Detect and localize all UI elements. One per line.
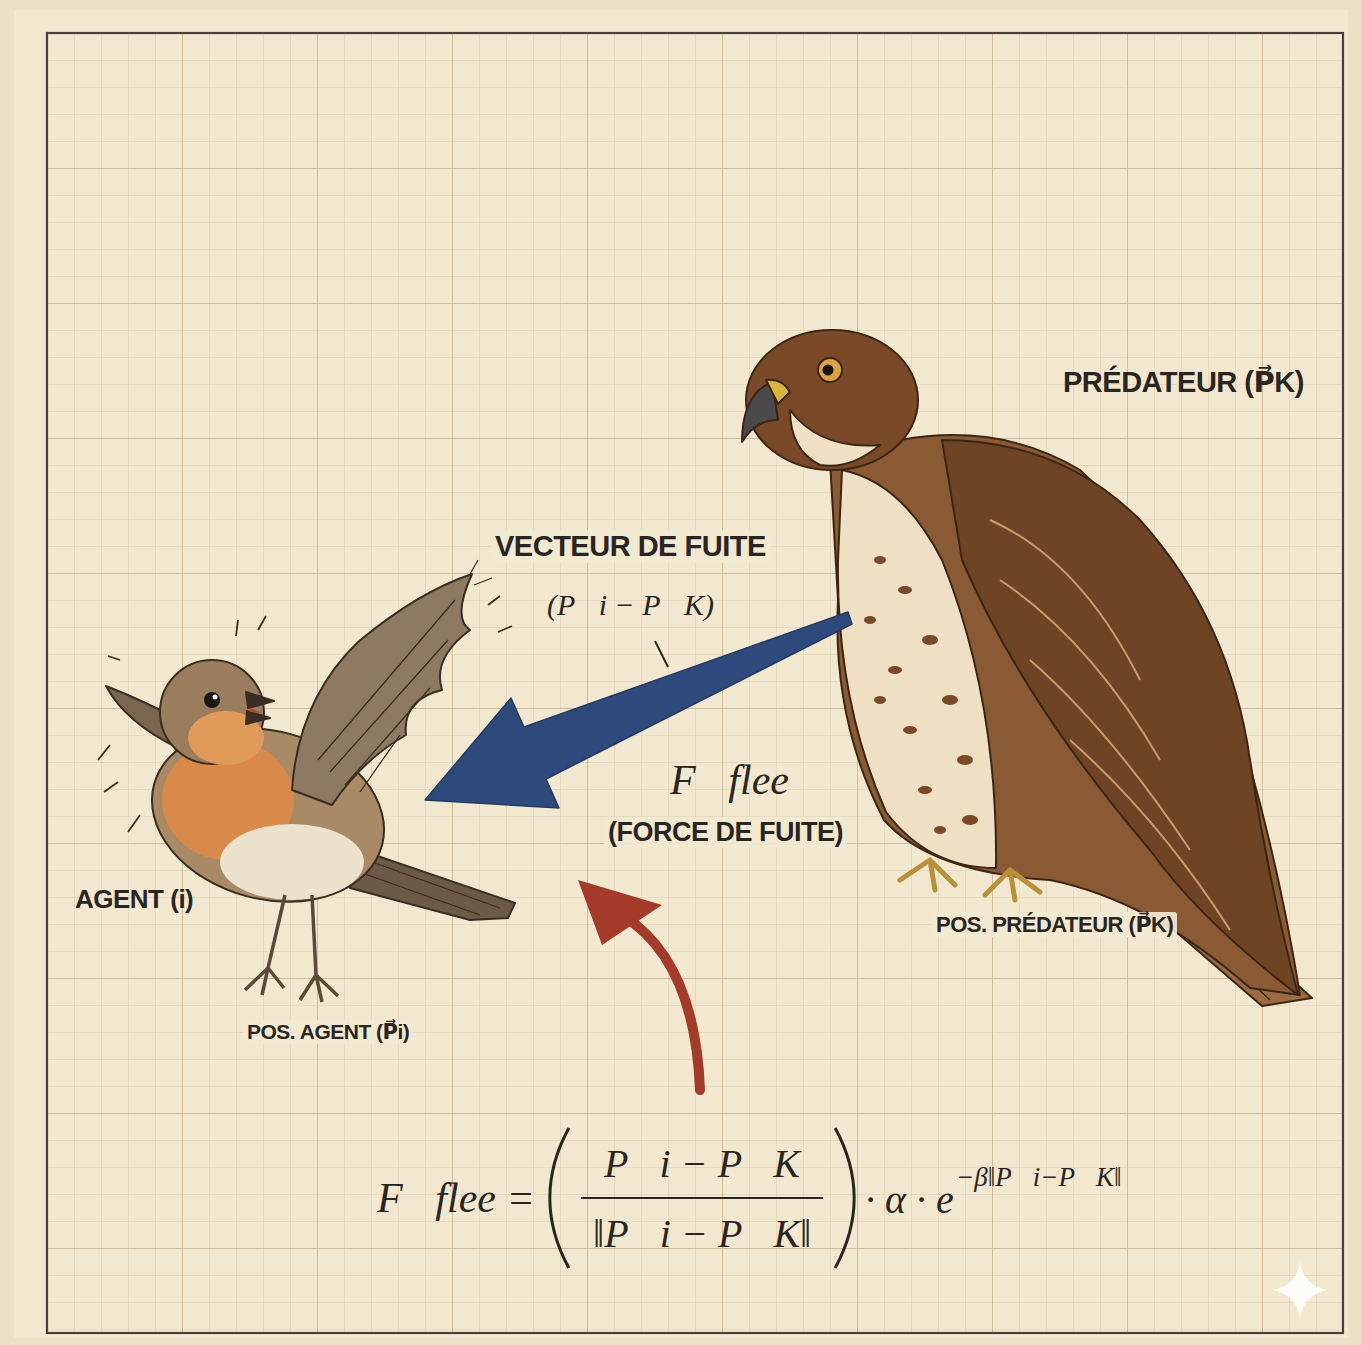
hawk-predator	[864, 556, 978, 834]
formula-brackets	[550, 1128, 854, 1268]
hawk-predator	[823, 365, 834, 376]
watermark-star	[1272, 1262, 1328, 1318]
formula-pointer-arrow	[622, 915, 700, 1090]
hawk-predator	[962, 815, 978, 825]
force-label: (FORCE DE FUITE)	[604, 817, 847, 848]
formula-denominator: ‖P⃗i − P⃗K‖	[593, 1211, 811, 1257]
hawk-predator	[918, 786, 932, 794]
robin-agent	[318, 600, 455, 792]
hawk-predator	[957, 755, 973, 765]
hawk-predator	[888, 666, 902, 674]
formula-numerator: P⃗i − P⃗K	[604, 1141, 800, 1187]
hawk-predator	[900, 860, 1040, 900]
robin-agent	[245, 895, 285, 995]
hawk-predator	[818, 358, 842, 382]
formula-factor: · α · e	[865, 1177, 954, 1223]
robin-agent	[470, 560, 492, 585]
hawk-predator	[903, 726, 917, 734]
formula-brackets	[581, 1197, 823, 1199]
hawk-predator	[874, 556, 886, 564]
paper	[14, 10, 1348, 1338]
hawk-predator	[766, 380, 790, 404]
hawk-predator	[742, 330, 1312, 1006]
formula-pointer-arrow	[578, 880, 662, 945]
hawk-predator	[874, 696, 886, 704]
hawk-predator	[830, 435, 1300, 995]
hawk-predator	[898, 586, 912, 594]
agent-position-label: POS. AGENT (P⃗i)	[243, 1020, 413, 1044]
hawk-predator	[942, 695, 958, 705]
robin-agent	[246, 692, 274, 708]
vector-label: VECTEUR DE FUITE	[491, 530, 770, 563]
robin-agent	[300, 895, 338, 1002]
leader-line	[655, 641, 668, 667]
paper	[47, 33, 1343, 1333]
robin-agent	[246, 711, 270, 724]
formula-brackets	[835, 1128, 854, 1268]
agent-label: AGENT (i)	[75, 885, 193, 915]
hawk-predator	[990, 520, 1230, 930]
force-symbol: F⃗flee	[670, 756, 789, 804]
paper	[47, 33, 1343, 1333]
formula-pointer-arrow	[578, 880, 700, 1090]
flee-vector-arrow	[425, 612, 852, 808]
hawk-predator	[864, 616, 876, 624]
robin-agent	[292, 574, 472, 805]
vector-expression: (P⃗i − P⃗K)	[547, 588, 714, 623]
hawk-predator	[934, 826, 946, 834]
formula-lhs: F⃗flee =	[377, 1174, 535, 1222]
hawk-predator	[790, 410, 880, 466]
predator-position-label: POS. PRÉDATEUR (P⃗K)	[932, 912, 1177, 937]
robin-agent	[220, 824, 364, 900]
robin-agent	[213, 695, 218, 700]
robin-agent	[365, 862, 500, 915]
hawk-predator	[922, 635, 938, 645]
predator-label: PRÉDATEUR (P⃗K)	[1063, 366, 1304, 399]
formula-exponent: −β‖P⃗i−P⃗K‖	[956, 1162, 1122, 1193]
formula-brackets	[550, 1128, 569, 1268]
paper	[47, 33, 1343, 1333]
robin-agent	[250, 708, 262, 713]
robin-agent	[204, 692, 220, 708]
